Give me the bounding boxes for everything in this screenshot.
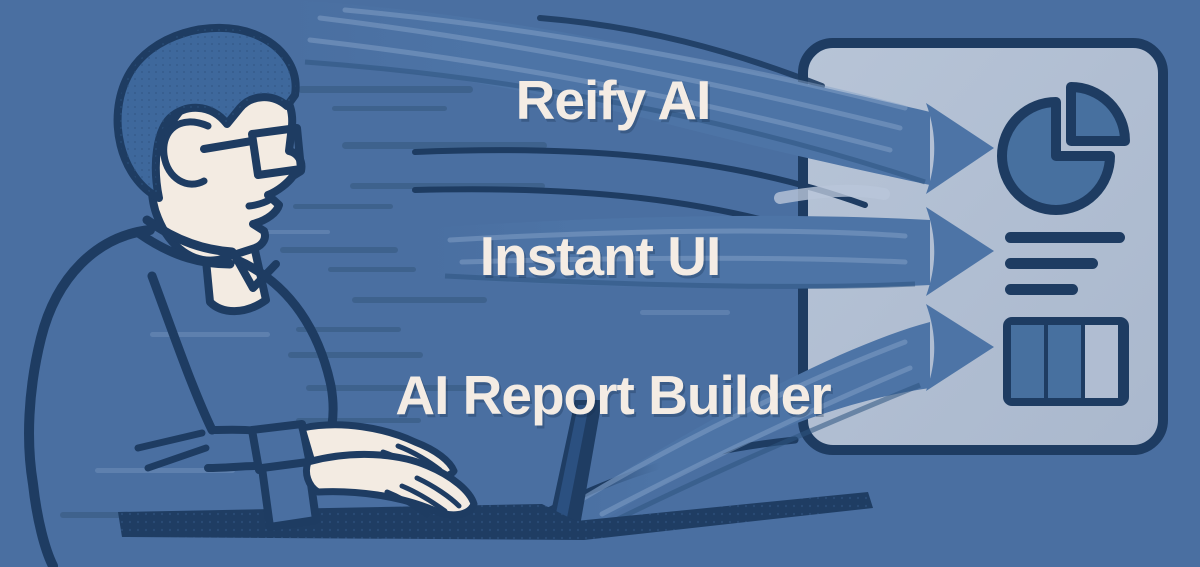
label-reify-ai: Reify AI [515,69,712,131]
sleeve-cuff-near [258,458,320,531]
arrow-stream-2 [430,184,994,296]
laptop [118,400,873,540]
pie-chart-icon [997,82,1130,215]
arrow-streams [290,0,994,530]
glasses-icon [200,124,305,179]
arrowhead-3 [926,304,994,391]
report-lines-icon [1005,232,1125,295]
mouth [245,195,275,210]
arrow-stream-3 [545,304,994,530]
hands [248,420,478,531]
arrowhead-1 [926,103,994,194]
column-table-icon [1003,317,1129,406]
arrow-stream-1 [290,0,994,194]
label-instant-ui: Instant UI [479,225,722,287]
ear [160,118,212,188]
arrowhead-2 [926,207,994,296]
label-ai-report-builder: AI Report Builder [395,364,831,426]
person [24,23,338,567]
shirt-outline [24,215,338,567]
